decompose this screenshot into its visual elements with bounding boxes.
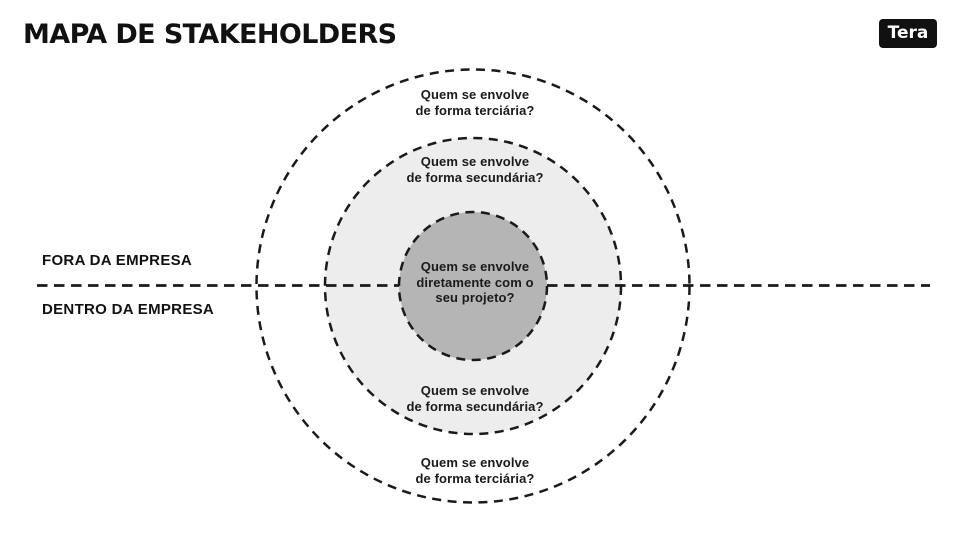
primary-center-label: Quem se envolve diretamente com o seu pr… (416, 259, 534, 305)
page-title: MAPA DE STAKEHOLDERS (23, 19, 397, 50)
outside-company-label: FORA DA EMPRESA (42, 252, 193, 269)
primary-circle (397, 210, 549, 362)
secondary-top-label: Quem se envolve de forma secundária? (406, 154, 544, 185)
tertiary-bottom-label: Quem se envolve de forma terciária? (415, 455, 535, 486)
secondary-bottom-label: Quem se envolve de forma secundária? (406, 383, 544, 414)
inside-company-label: DENTRO DA EMPRESA (42, 301, 215, 318)
tera-logo: Tera (879, 19, 937, 48)
tertiary-top-label: Quem se envolve de forma terciária? (415, 87, 535, 118)
